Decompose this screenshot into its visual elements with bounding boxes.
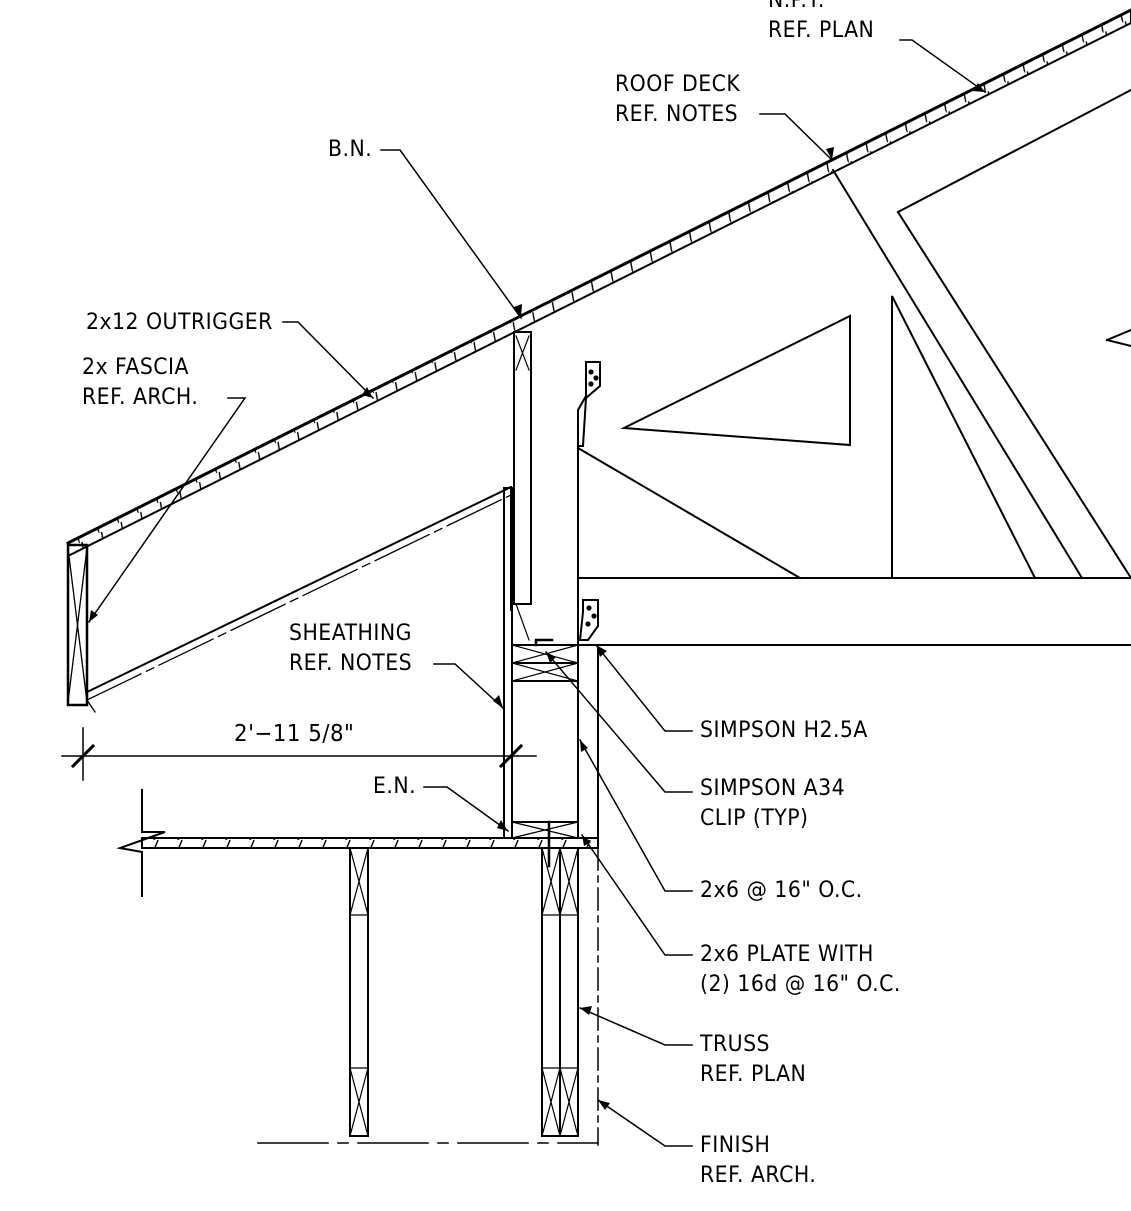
- fascia-label: 2x FASCIA REF. ARCH.: [82, 353, 198, 413]
- npt-label-line2: REF. PLAN: [768, 18, 875, 43]
- en-label: E.N.: [373, 772, 416, 802]
- bn-label: B.N.: [328, 135, 372, 165]
- top-plates: [512, 640, 578, 681]
- roof-deck-label-line2: REF. NOTES: [615, 102, 739, 127]
- simpson-h25a-label-text: SIMPSON H2.5A: [700, 718, 868, 743]
- simpson-a34-label: SIMPSON A34 CLIP (TYP): [700, 774, 845, 834]
- en-label-text: E.N.: [373, 774, 417, 799]
- simpson-a34-label-line1: SIMPSON A34: [700, 776, 846, 801]
- dimension-label: 2'−11 5/8": [234, 719, 354, 749]
- bn-label-text: B.N.: [328, 137, 373, 162]
- plate-label-line2: (2) 16d @ 16" O.C.: [700, 972, 901, 997]
- studs-label: 2x6 @ 16" O.C.: [700, 876, 863, 906]
- dimension-label-text: 2'−11 5/8": [234, 721, 355, 747]
- sheathing-label-line1: SHEATHING: [289, 621, 412, 646]
- wall-stud: [512, 645, 598, 838]
- outrigger-label: 2x12 OUTRIGGER: [86, 308, 273, 338]
- leader-lines: [89, 40, 985, 1146]
- roof-deck-label-line1: ROOF DECK: [615, 72, 741, 97]
- finish-label-line2: REF. ARCH.: [700, 1163, 817, 1188]
- npt-label-line1: N.P.T.: [768, 0, 825, 13]
- simpson-h25a-label: SIMPSON H2.5A: [700, 716, 868, 746]
- npt-label: N.P.T. REF. PLAN: [768, 0, 874, 46]
- plate-label-line1: 2x6 PLATE WITH: [700, 942, 874, 967]
- truss-label-line2: REF. PLAN: [700, 1062, 807, 1087]
- truss-label-line1: TRUSS: [700, 1032, 770, 1057]
- floor-deck: [120, 790, 598, 1145]
- sheathing-label-line2: REF. NOTES: [289, 651, 413, 676]
- simpson-h25a-lower: [580, 600, 598, 640]
- blocking-post: [514, 332, 531, 640]
- simpson-h25a-upper: [578, 362, 600, 446]
- finish-label: FINISH REF. ARCH.: [700, 1131, 816, 1191]
- leader-arrowheads: [89, 83, 985, 1110]
- studs-label-text: 2x6 @ 16" O.C.: [700, 878, 863, 903]
- roof-truss: [578, 90, 1131, 645]
- rim-joists: [542, 848, 578, 1136]
- roof-deck-label: ROOF DECK REF. NOTES: [615, 70, 740, 130]
- fascia-label-line1: 2x FASCIA: [82, 355, 190, 380]
- simpson-a34-label-line2: CLIP (TYP): [700, 806, 809, 831]
- truss-label: TRUSS REF. PLAN: [700, 1030, 806, 1090]
- roof-deck: [68, 10, 1131, 556]
- dimension-line: [62, 728, 536, 780]
- outrigger-label-text: 2x12 OUTRIGGER: [86, 310, 273, 335]
- floor-joist-left: [350, 848, 368, 1136]
- finish-label-line1: FINISH: [700, 1133, 771, 1158]
- fascia-label-line2: REF. ARCH.: [82, 385, 199, 410]
- fascia-board: [68, 545, 87, 705]
- plate-label: 2x6 PLATE WITH (2) 16d @ 16" O.C.: [700, 940, 901, 1000]
- sheathing-label: SHEATHING REF. NOTES: [289, 619, 412, 679]
